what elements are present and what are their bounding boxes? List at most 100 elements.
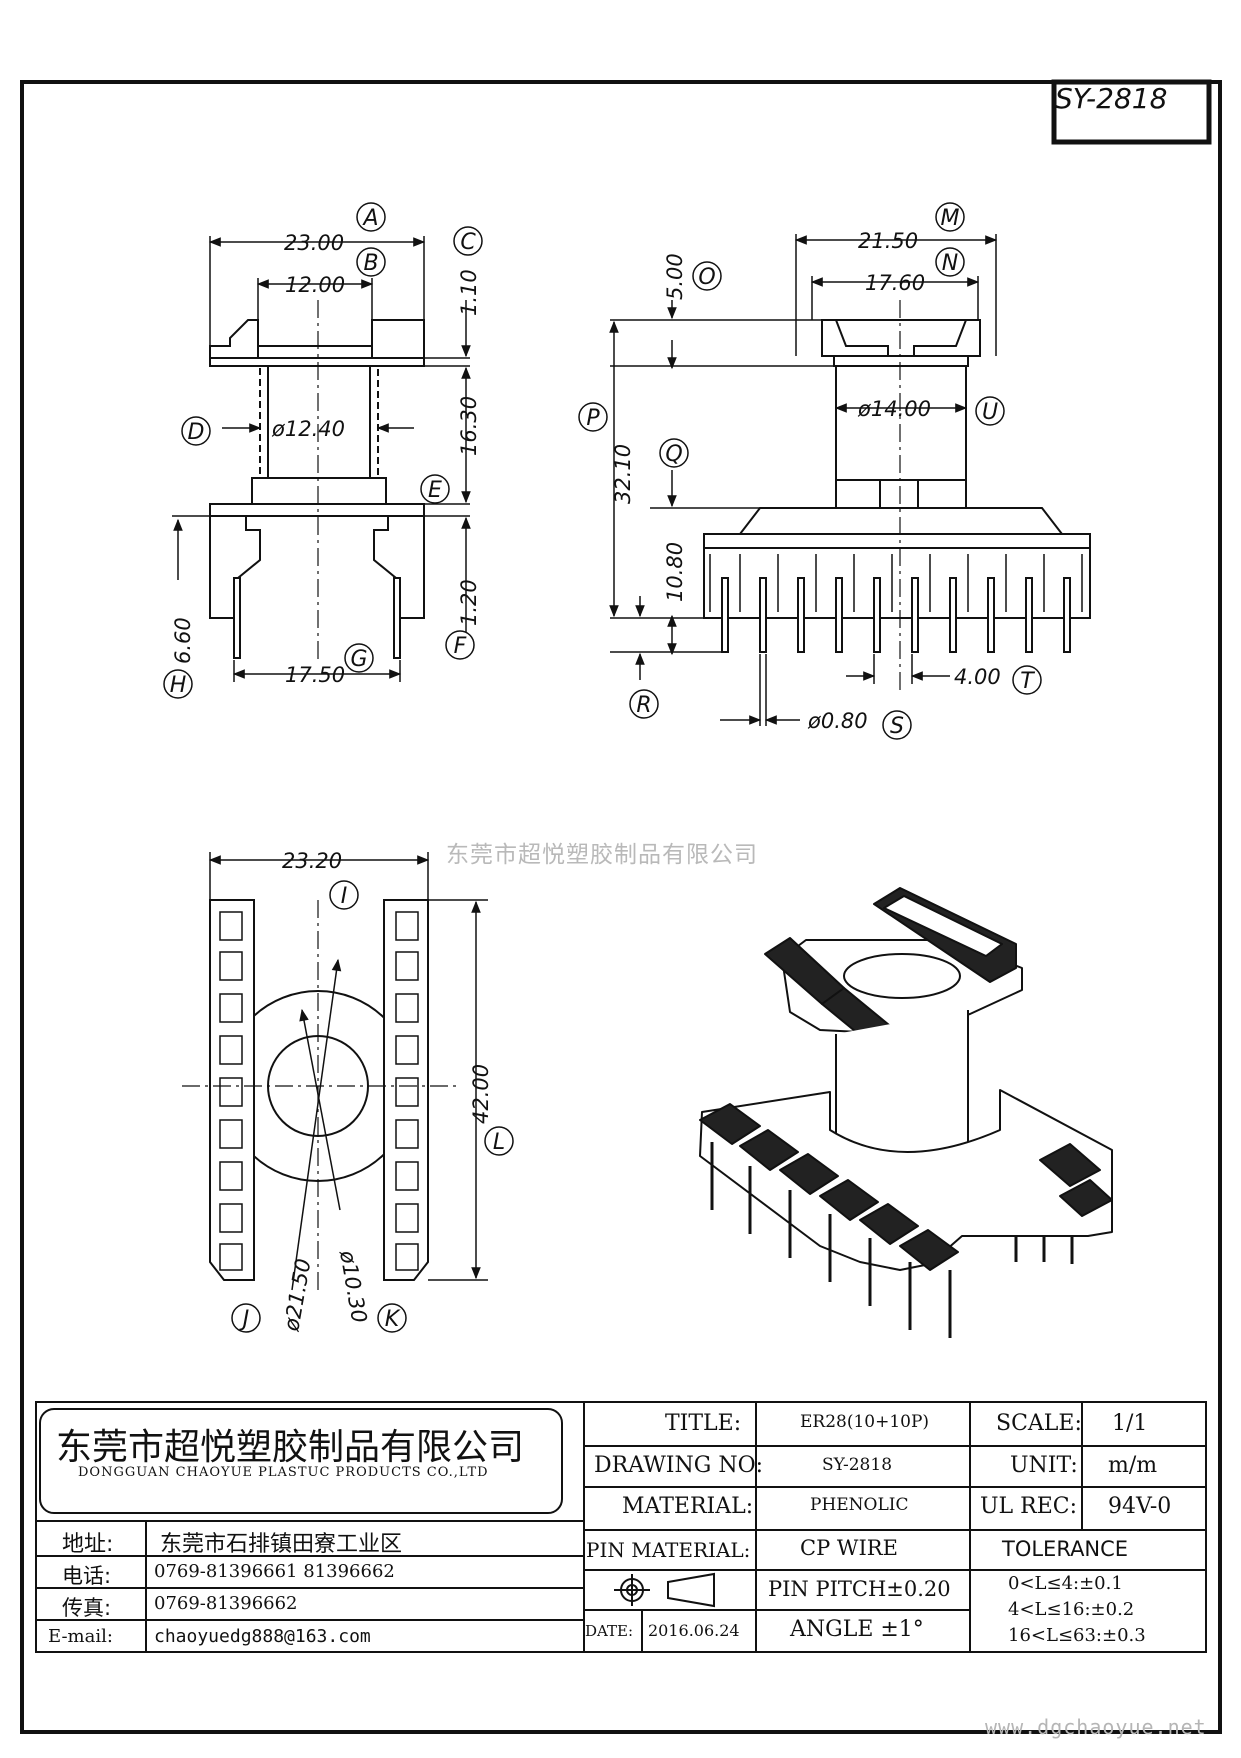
scale-label: SCALE: bbox=[996, 1411, 1082, 1436]
front-base-collar bbox=[251, 477, 387, 505]
dim-E-value: 16.30 bbox=[457, 396, 481, 456]
callout-circle-I bbox=[329, 880, 359, 910]
side-core-tube bbox=[835, 365, 967, 481]
dim-P-value: 32.10 bbox=[611, 444, 635, 504]
front-pin-right bbox=[393, 577, 401, 659]
front-dim-text: 23.00 12.00 ø12.40 17.50 1.10 16.30 1.20… bbox=[171, 231, 481, 687]
callout-circle-Q bbox=[659, 438, 689, 468]
callout-J: J bbox=[239, 1307, 250, 1332]
side-pins bbox=[721, 577, 1071, 653]
dim-M-value: 21.50 bbox=[858, 229, 918, 253]
bottom-pin-slots-right bbox=[395, 911, 419, 1271]
callout-P: P bbox=[586, 406, 600, 431]
unit-label: UNIT: bbox=[1010, 1453, 1078, 1478]
dim-S-value: ø0.80 bbox=[807, 709, 868, 733]
dim-L-value: 42.00 bbox=[469, 1064, 493, 1124]
callout-circle-K bbox=[377, 1303, 407, 1333]
callout-circle-D bbox=[181, 416, 211, 446]
date-value: 2016.06.24 bbox=[648, 1621, 740, 1640]
website: www.dgchaoyue.net bbox=[985, 1715, 1207, 1739]
drawing-code-box bbox=[1051, 79, 1212, 145]
callout-F: F bbox=[454, 634, 467, 659]
dim-G-value: 17.50 bbox=[285, 663, 345, 687]
isometric-view bbox=[699, 887, 1113, 1338]
tel-label: 电话: bbox=[62, 1564, 112, 1588]
callout-T: T bbox=[1020, 669, 1035, 694]
callout-circle-H bbox=[163, 669, 193, 699]
front-base-right bbox=[373, 515, 425, 619]
drawing-no-label: DRAWING NO: bbox=[594, 1453, 764, 1478]
dim-U-value: ø14.00 bbox=[857, 397, 931, 421]
front-top-flange-left bbox=[209, 319, 259, 359]
angle-tolerance: ANGLE ±1° bbox=[790, 1617, 924, 1642]
callout-S: S bbox=[890, 714, 904, 739]
title-label: TITLE: bbox=[665, 1411, 742, 1436]
front-pin-left bbox=[233, 577, 241, 659]
callout-circle-C bbox=[453, 226, 483, 256]
iso-pins bbox=[710, 1142, 1074, 1338]
front-view bbox=[209, 300, 425, 660]
callout-G: G bbox=[350, 647, 367, 672]
callout-O: O bbox=[698, 265, 715, 290]
dim-D-value: ø12.40 bbox=[271, 417, 345, 441]
callout-circle-T bbox=[1012, 665, 1042, 695]
title-value: ER28(10+10P) bbox=[800, 1412, 930, 1432]
callout-Q: Q bbox=[665, 442, 682, 467]
callout-H: H bbox=[170, 673, 187, 698]
title-block-lines bbox=[35, 1401, 1207, 1653]
side-base-plate bbox=[703, 533, 1091, 549]
material-label: MATERIAL: bbox=[622, 1494, 754, 1519]
email-value: chaoyuedg888@163.com bbox=[154, 1626, 371, 1647]
callout-circle-R bbox=[629, 689, 659, 719]
dim-H-value: 6.60 bbox=[171, 617, 195, 664]
ul-value: 94V-0 bbox=[1108, 1494, 1172, 1519]
callout-circle-S bbox=[882, 710, 912, 740]
scale-value: 1/1 bbox=[1112, 1411, 1148, 1436]
company-name-en: DONGGUAN CHAOYUE PLASTUC PRODUCTS CO.,LT… bbox=[78, 1465, 489, 1480]
front-dimensions bbox=[172, 236, 471, 682]
pin-material-label: PIN MATERIAL: bbox=[586, 1538, 751, 1562]
front-top-flange-plate bbox=[209, 357, 425, 367]
unit-value: m/m bbox=[1108, 1453, 1158, 1478]
callout-circle-O bbox=[692, 261, 722, 291]
side-base-ribs bbox=[709, 554, 1083, 612]
side-dim-text: 21.50 17.60 ø14.00 ø0.80 4.00 5.00 32.10… bbox=[611, 229, 1001, 733]
bottom-dim-text: 23.20 42.00 ø21.50 ø10.30 bbox=[279, 849, 493, 1334]
side-base-top bbox=[737, 507, 1065, 535]
tolerance-row-2: 4<L≤16:±0.2 bbox=[1008, 1599, 1135, 1620]
callout-circle-L bbox=[484, 1126, 514, 1156]
dim-I-value: 23.20 bbox=[282, 849, 342, 873]
iso-core bbox=[835, 1010, 969, 1157]
front-base-plate bbox=[209, 503, 425, 517]
side-base-body bbox=[703, 547, 1091, 619]
address-label: 地址: bbox=[62, 1532, 114, 1557]
bottom-rail-right bbox=[383, 899, 429, 1281]
callout-R: R bbox=[636, 693, 651, 718]
side-top-flange bbox=[821, 319, 981, 357]
callout-C: C bbox=[460, 230, 476, 255]
dim-T-value: 4.00 bbox=[954, 665, 1001, 689]
dim-C-value: 1.10 bbox=[457, 269, 481, 316]
sheet-border bbox=[20, 80, 1222, 1734]
callout-circle-N bbox=[935, 247, 965, 277]
callout-circle-M bbox=[935, 202, 965, 232]
bottom-pin-slots-left bbox=[219, 911, 243, 1271]
bottom-view bbox=[182, 899, 456, 1290]
callout-circle-F bbox=[445, 630, 475, 660]
callout-circle-U bbox=[975, 396, 1005, 426]
dim-A-value: 23.00 bbox=[284, 231, 344, 255]
ul-label: UL REC: bbox=[980, 1494, 1078, 1519]
dim-Q-value: 10.80 bbox=[663, 542, 687, 602]
front-top-flange-right bbox=[371, 319, 425, 359]
bottom-dimensions bbox=[208, 852, 488, 1291]
tolerance-row-3: 16<L≤63:±0.3 bbox=[1008, 1625, 1146, 1646]
drawing-code: SY-2818 bbox=[1055, 82, 1168, 115]
callouts bbox=[163, 202, 1042, 1333]
callout-K: K bbox=[385, 1307, 401, 1332]
company-name-cn: 东莞市超悦塑胶制品有限公司 bbox=[56, 1427, 525, 1468]
side-flange-slot-right bbox=[913, 319, 967, 356]
tel-value: 0769-81396661 81396662 bbox=[154, 1561, 395, 1582]
date-label: DATE: bbox=[585, 1622, 634, 1640]
